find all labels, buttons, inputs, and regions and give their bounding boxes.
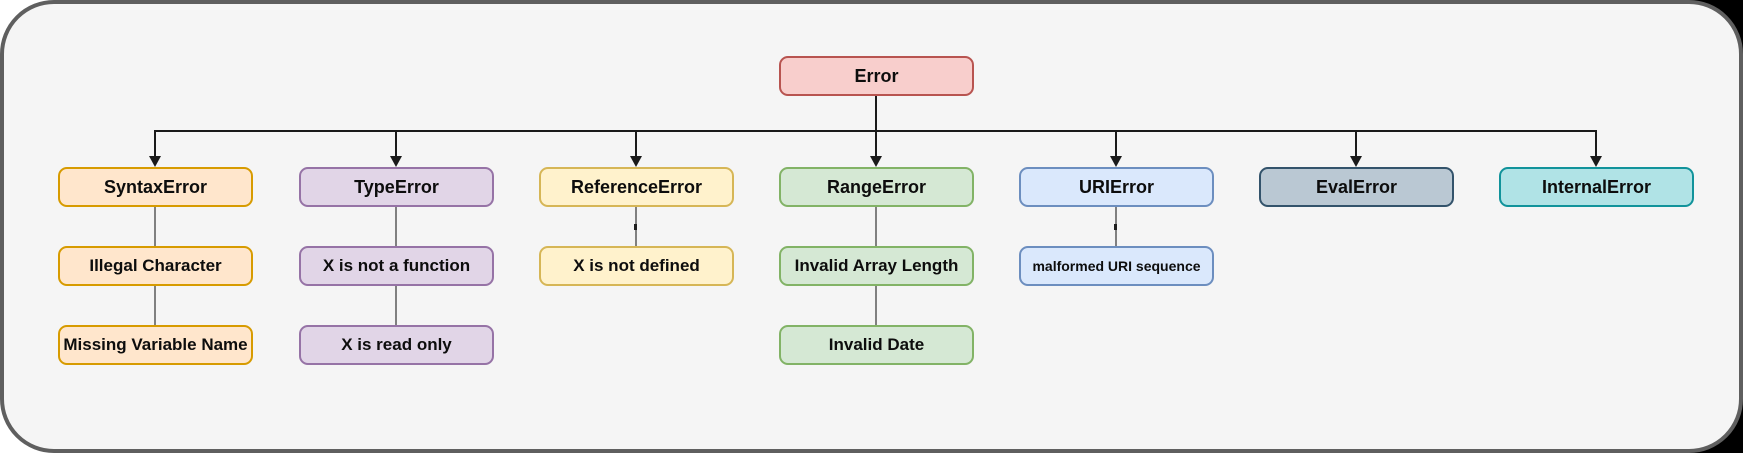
connector-drop-internalerror	[1595, 130, 1597, 157]
node-x-is-not-defined: X is not defined	[539, 246, 734, 286]
arrow-down-icon	[630, 156, 642, 167]
arrow-down-icon	[149, 156, 161, 167]
connector-typeerror-child2	[395, 286, 397, 325]
node-typeerror: TypeError	[299, 167, 494, 207]
node-x-is-not-a-function: X is not a function	[299, 246, 494, 286]
connector-tick-mark	[1114, 224, 1117, 230]
node-urierror: URIError	[1019, 167, 1214, 207]
node-x-is-read-only: X is read only	[299, 325, 494, 365]
connector-drop-referenceerror	[635, 130, 637, 157]
node-invalid-date: Invalid Date	[779, 325, 974, 365]
node-missing-variable-name: Missing Variable Name	[58, 325, 253, 365]
arrow-down-icon	[1350, 156, 1362, 167]
connector-typeerror-child1	[395, 207, 397, 246]
node-illegal-character: Illegal Character	[58, 246, 253, 286]
node-malformed-uri-sequence: malformed URI sequence	[1019, 246, 1214, 286]
node-syntaxerror: SyntaxError	[58, 167, 253, 207]
node-invalid-array-length: Invalid Array Length	[779, 246, 974, 286]
connector-tick-mark	[634, 224, 637, 230]
connector-syntaxerror-child2	[154, 286, 156, 325]
connector-drop-typeerror	[395, 130, 397, 157]
arrow-down-icon	[1110, 156, 1122, 167]
connector-syntaxerror-child1	[154, 207, 156, 246]
node-internalerror: InternalError	[1499, 167, 1694, 207]
connector-rangeerror-child1	[875, 207, 877, 246]
connector-drop-urierror	[1115, 130, 1117, 157]
node-referenceerror: ReferenceError	[539, 167, 734, 207]
connector-drop-rangeerror	[875, 130, 877, 157]
node-evalerror: EvalError	[1259, 167, 1454, 207]
arrow-down-icon	[390, 156, 402, 167]
connector-root-stem	[875, 96, 877, 130]
arrow-down-icon	[870, 156, 882, 167]
arrow-down-icon	[1590, 156, 1602, 167]
node-error: Error	[779, 56, 974, 96]
node-rangeerror: RangeError	[779, 167, 974, 207]
connector-drop-evalerror	[1355, 130, 1357, 157]
connector-drop-syntaxerror	[154, 130, 156, 157]
connector-rangeerror-child2	[875, 286, 877, 325]
